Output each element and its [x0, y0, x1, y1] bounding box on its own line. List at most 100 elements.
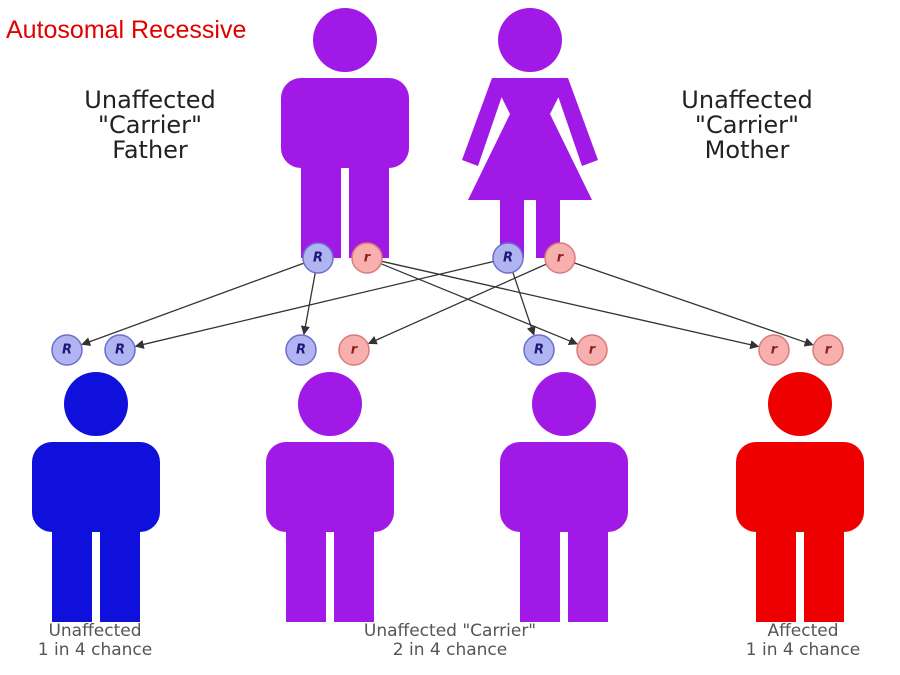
allele-letter: R: [534, 343, 544, 358]
body: [286, 442, 374, 532]
mother-figure-icon: [462, 8, 598, 258]
head: [298, 372, 362, 436]
child-3-allele-1: r: [812, 334, 844, 366]
leg-gap: [93, 532, 99, 622]
left-leg: [286, 528, 326, 622]
mother-label: Unaffected "Carrier" Mother: [617, 88, 877, 163]
recessive-allele-circle: [338, 334, 370, 366]
dominant-allele-circle: [492, 242, 524, 274]
allele-letter: R: [503, 251, 513, 266]
inheritance-arrows: [81, 260, 814, 350]
dress: [468, 78, 592, 200]
mother-label-line: "Carrier": [694, 111, 800, 139]
father-label-line: "Carrier": [97, 111, 203, 139]
outcome-status: Unaffected: [48, 621, 142, 641]
leg-gap: [561, 532, 567, 622]
arrow-father-R-to-child-1: [300, 272, 316, 336]
arrow-father-r-to-child-3: [381, 260, 760, 350]
right-arm: [558, 78, 598, 166]
child-1-allele-1: r: [338, 334, 370, 366]
recessive-allele-circle: [544, 242, 576, 274]
diagram-title: Autosomal Recessive: [6, 16, 247, 44]
head: [768, 372, 832, 436]
allele-letter: R: [296, 343, 306, 358]
left-leg: [301, 164, 341, 258]
child-figure-icon-affected: [736, 372, 864, 622]
allele-letter: R: [115, 343, 125, 358]
child-1-allele-0: R: [285, 334, 317, 366]
allele-letter: r: [771, 343, 779, 358]
leg-gap: [327, 532, 333, 622]
father-label-line: Father: [112, 136, 188, 164]
body: [301, 78, 389, 168]
arrow-mother-r-to-child-1: [367, 263, 547, 345]
child-figure-icon-carrier: [500, 372, 628, 622]
dominant-allele-circle: [285, 334, 317, 366]
dominant-allele-circle: [523, 334, 555, 366]
father-figure-icon: [281, 8, 409, 258]
allele-letter: R: [62, 343, 72, 358]
child-figure-icon-carrier: [266, 372, 394, 622]
arrow-mother-R-to-child-0: [134, 260, 494, 349]
mother-allele-1: r: [544, 242, 576, 274]
child-2-allele-1: r: [576, 334, 608, 366]
mother-label-line: Mother: [704, 136, 790, 164]
head: [313, 8, 377, 72]
father-label-line: Unaffected: [84, 86, 216, 114]
child-0-allele-1: R: [104, 334, 136, 366]
child-figure-icon-unaffected: [32, 372, 160, 622]
outcome-status: Affected: [767, 621, 839, 641]
outcome-status: Unaffected "Carrier": [363, 621, 537, 641]
arrow-father-r-to-child-2: [380, 263, 579, 346]
body: [520, 442, 608, 532]
recessive-allele-circle: [758, 334, 790, 366]
leg-gap: [342, 168, 348, 258]
dominant-allele-circle: [302, 242, 334, 274]
child-0-allele-0: R: [51, 334, 83, 366]
dominant-allele-circle: [51, 334, 83, 366]
leg-gap: [797, 532, 803, 622]
body: [52, 442, 140, 532]
father-label: Unaffected "Carrier" Father: [20, 88, 280, 163]
person-figures: [32, 8, 864, 622]
carrier-outcome-label: Unaffected "Carrier" 2 in 4 chance: [300, 622, 600, 660]
right-leg: [100, 528, 140, 622]
outcome-probability: 1 in 4 chance: [37, 640, 153, 660]
right-leg: [568, 528, 608, 622]
head: [64, 372, 128, 436]
arrow-father-R-to-child-0: [81, 262, 305, 346]
allele-letter: r: [364, 251, 372, 266]
allele-letter: r: [351, 343, 359, 358]
child-3-allele-0: r: [758, 334, 790, 366]
allele-letter: R: [313, 251, 323, 266]
right-leg: [349, 164, 389, 258]
recessive-allele-circle: [351, 242, 383, 274]
outcome-probability: 2 in 4 chance: [392, 640, 508, 660]
allele-letter: r: [589, 343, 597, 358]
left-leg: [756, 528, 796, 622]
father-allele-1: r: [351, 242, 383, 274]
body: [756, 442, 844, 532]
right-leg: [804, 528, 844, 622]
mother-allele-0: R: [492, 242, 524, 274]
recessive-allele-circle: [576, 334, 608, 366]
right-leg: [334, 528, 374, 622]
left-leg: [52, 528, 92, 622]
left-arm: [462, 78, 502, 166]
recessive-allele-circle: [812, 334, 844, 366]
left-leg: [520, 528, 560, 622]
head: [532, 372, 596, 436]
allele-letter: r: [557, 251, 565, 266]
head: [498, 8, 562, 72]
allele-letter: r: [825, 343, 833, 358]
child-2-allele-0: R: [523, 334, 555, 366]
affected-outcome-label: Affected 1 in 4 chance: [706, 622, 900, 660]
outcome-probability: 1 in 4 chance: [745, 640, 861, 660]
mother-label-line: Unaffected: [681, 86, 813, 114]
father-allele-0: R: [302, 242, 334, 274]
dominant-allele-circle: [104, 334, 136, 366]
arrow-mother-r-to-child-3: [573, 262, 814, 347]
unaffected-outcome-label: Unaffected 1 in 4 chance: [0, 622, 190, 660]
